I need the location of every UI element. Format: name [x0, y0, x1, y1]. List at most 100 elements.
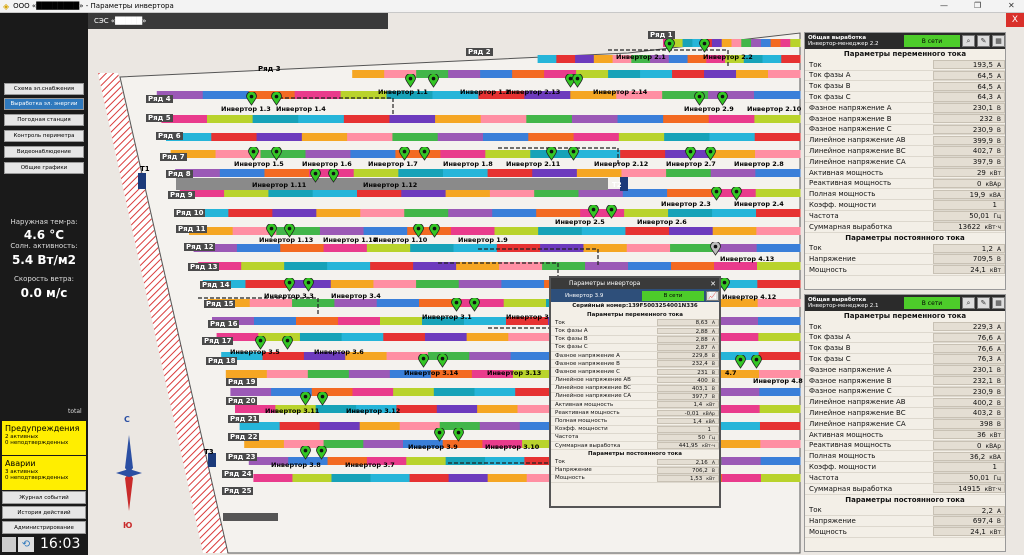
- panel-segment: [578, 189, 624, 197]
- inverter-location-pin-icon[interactable]: [316, 445, 327, 460]
- inverter-location-pin-icon[interactable]: [266, 223, 277, 238]
- minimize-button[interactable]: —: [940, 1, 948, 10]
- inverter-location-pin-icon[interactable]: [568, 146, 579, 161]
- power-icon[interactable]: [2, 537, 16, 552]
- inverter-location-pin-icon[interactable]: [303, 277, 314, 292]
- inverter-location-pin-icon[interactable]: [546, 146, 557, 161]
- param-label: Фазное напряжение А: [555, 352, 620, 359]
- inverter-location-pin-icon[interactable]: [419, 146, 430, 161]
- panel-segment: [256, 133, 303, 141]
- inverter-location-pin-icon[interactable]: [310, 168, 321, 183]
- inverter-location-pin-icon[interactable]: [300, 445, 311, 460]
- nav-perimeter-control[interactable]: Контроль периметра: [4, 130, 84, 142]
- nav-general-charts[interactable]: Общие графики: [4, 162, 84, 174]
- inverter-location-pin-icon[interactable]: [453, 427, 464, 442]
- inverter-location-pin-icon[interactable]: [699, 38, 710, 53]
- param-label: Мощность: [809, 265, 847, 274]
- row-label: Ряд 25: [222, 487, 254, 495]
- edit-icon[interactable]: ✎: [977, 297, 990, 309]
- map-close-button[interactable]: X: [1006, 13, 1024, 27]
- inverter-location-pin-icon[interactable]: [399, 146, 410, 161]
- panel-segment: [193, 244, 238, 252]
- search-icon[interactable]: ⌕: [962, 297, 975, 309]
- inverter-location-pin-icon[interactable]: [710, 241, 721, 256]
- inverter-location-pin-icon[interactable]: [664, 38, 675, 53]
- inverter-location-pin-icon[interactable]: [711, 186, 722, 201]
- panel-segment: [445, 189, 491, 197]
- edit-icon[interactable]: ✎: [977, 35, 990, 47]
- inverter-location-pin-icon[interactable]: [405, 73, 416, 88]
- inverter-location-pin-icon[interactable]: [469, 297, 480, 312]
- refresh-icon[interactable]: ⟲: [18, 537, 34, 552]
- inverter-location-pin-icon[interactable]: [694, 91, 705, 106]
- inverter-location-pin-icon[interactable]: [731, 186, 742, 201]
- popup-inverter-name: Инвертор 3.9: [565, 292, 604, 299]
- event-log-button[interactable]: Журнал событий: [2, 491, 86, 504]
- inverter-location-pin-icon[interactable]: [418, 353, 429, 368]
- inverter-location-pin-icon[interactable]: [284, 277, 295, 292]
- popup-titlebar[interactable]: Параметры инвертора✕: [551, 278, 719, 289]
- maximize-button[interactable]: ❐: [974, 1, 982, 10]
- panel-segment: [216, 333, 259, 341]
- popup-close-icon[interactable]: ✕: [710, 279, 716, 288]
- inverter-location-pin-icon[interactable]: [437, 353, 448, 368]
- inverter-location-pin-icon[interactable]: [248, 146, 259, 161]
- inverter-location-pin-icon[interactable]: [271, 146, 282, 161]
- panel-segment: [536, 209, 581, 217]
- param-label: Фазное напряжение А: [809, 103, 892, 112]
- panel-segment: [720, 440, 761, 448]
- inverter-location-pin-icon[interactable]: [588, 204, 599, 219]
- nav-video-surveillance[interactable]: Видеонаблюдение: [4, 146, 84, 158]
- inverter-location-pin-icon[interactable]: [451, 297, 462, 312]
- panel-segment: [424, 333, 468, 341]
- param-label: Ток фазы В: [555, 336, 588, 343]
- chart-icon[interactable]: 📈: [706, 290, 719, 301]
- chart-icon[interactable]: ▦: [992, 297, 1005, 309]
- panel-segment: [758, 333, 801, 341]
- inverter-location-pin-icon[interactable]: [317, 391, 328, 406]
- nav-power-scheme[interactable]: Схема эл.снабжения: [4, 83, 84, 95]
- inverter-location-pin-icon[interactable]: [717, 91, 728, 106]
- warnings-box[interactable]: Предупреждения 2 активных 0 неподтвержде…: [2, 421, 86, 455]
- inverter-location-pin-icon[interactable]: [328, 168, 339, 183]
- panel-segment: [620, 150, 666, 158]
- inverter-location-pin-icon[interactable]: [246, 91, 257, 106]
- inverter-location-pin-icon[interactable]: [428, 73, 439, 88]
- panel-segment: [419, 299, 462, 307]
- inverter-location-pin-icon[interactable]: [284, 223, 295, 238]
- inverter-location-pin-icon[interactable]: [282, 335, 293, 350]
- inverter-location-pin-icon[interactable]: [271, 91, 282, 106]
- inverter-location-pin-icon[interactable]: [606, 204, 617, 219]
- inverter-label: Инвертор 3.6: [314, 348, 364, 356]
- chart-icon[interactable]: ▦: [992, 35, 1005, 47]
- panel-segment: [254, 317, 297, 325]
- inverter-location-pin-icon[interactable]: [300, 391, 311, 406]
- panel-segment: [350, 150, 396, 158]
- inverter-location-pin-icon[interactable]: [429, 223, 440, 238]
- inverter-location-pin-icon[interactable]: [685, 146, 696, 161]
- nav-energy-output[interactable]: Выработка эл. энергии: [4, 98, 84, 110]
- inverter-location-pin-icon[interactable]: [434, 427, 445, 442]
- window-close-button[interactable]: ✕: [1008, 1, 1015, 10]
- nav-weather-station[interactable]: Погодная станция: [4, 114, 84, 126]
- inverter-location-pin-icon[interactable]: [751, 354, 762, 369]
- panel-segment: [725, 55, 745, 63]
- inverter-location-pin-icon[interactable]: [413, 223, 424, 238]
- row-label: Ряд 4: [146, 95, 173, 103]
- inverter-location-pin-icon[interactable]: [255, 335, 266, 350]
- administration-button[interactable]: Администрирование: [2, 521, 86, 534]
- param-label: Ток: [809, 322, 822, 331]
- alarms-box[interactable]: Аварии 3 активных 0 неподтвержденных: [2, 456, 86, 490]
- inverter-location-pin-icon[interactable]: [705, 146, 716, 161]
- inverter-location-pin-icon[interactable]: [735, 354, 746, 369]
- action-history-button[interactable]: История действий: [2, 506, 86, 519]
- inverter-location-pin-icon[interactable]: [572, 73, 583, 88]
- panel-segment: [386, 91, 433, 99]
- search-icon[interactable]: ⌕: [962, 35, 975, 47]
